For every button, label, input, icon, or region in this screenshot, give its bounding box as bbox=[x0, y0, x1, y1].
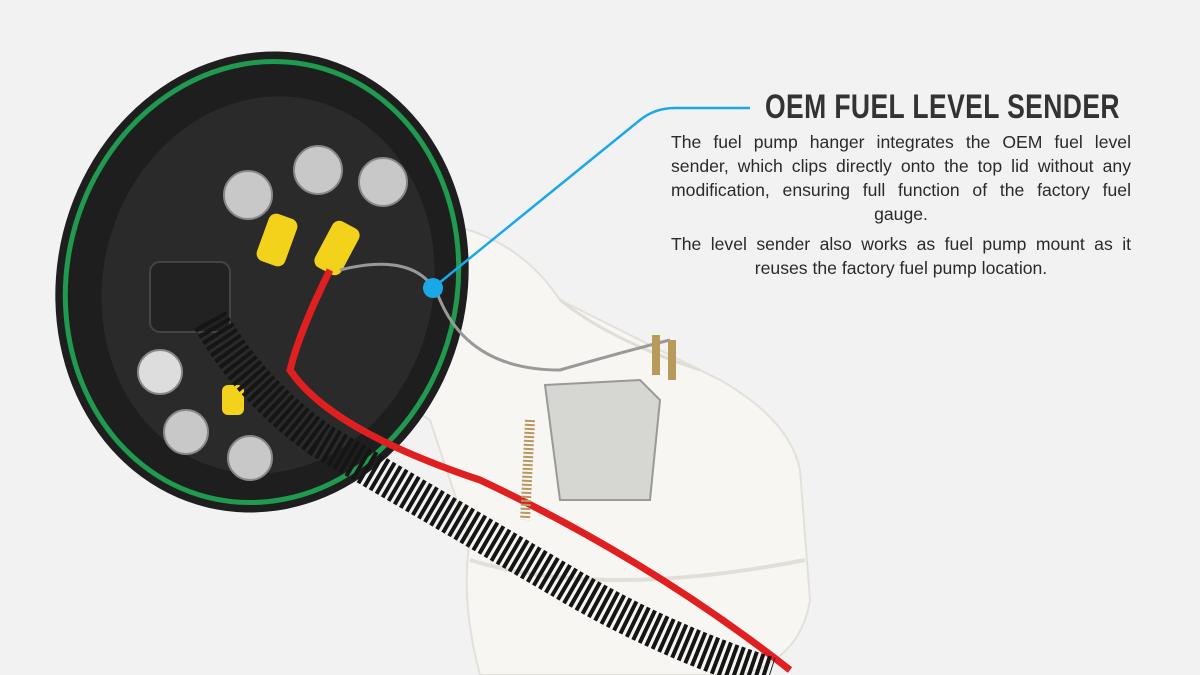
red-wire bbox=[286, 268, 793, 673]
callout-paragraph: The level sender also works as fuel pump… bbox=[671, 234, 1131, 278]
callout-leader-line bbox=[432, 106, 750, 289]
level-sender-bracket bbox=[520, 335, 676, 521]
grey-sensor-wire bbox=[339, 262, 671, 372]
yellow-terminals bbox=[222, 213, 360, 415]
electrical-connector bbox=[149, 261, 231, 333]
callout-dot bbox=[423, 278, 443, 298]
callout-paragraph: The fuel pump hanger integrates the OEM … bbox=[671, 132, 1131, 224]
terminal-bolts bbox=[137, 145, 408, 481]
corrugated-hose bbox=[194, 310, 776, 675]
callout-title: OEM FUEL LEVEL SENDER bbox=[765, 88, 1120, 126]
callout-description: The fuel pump hanger integrates the OEM … bbox=[671, 130, 1131, 286]
